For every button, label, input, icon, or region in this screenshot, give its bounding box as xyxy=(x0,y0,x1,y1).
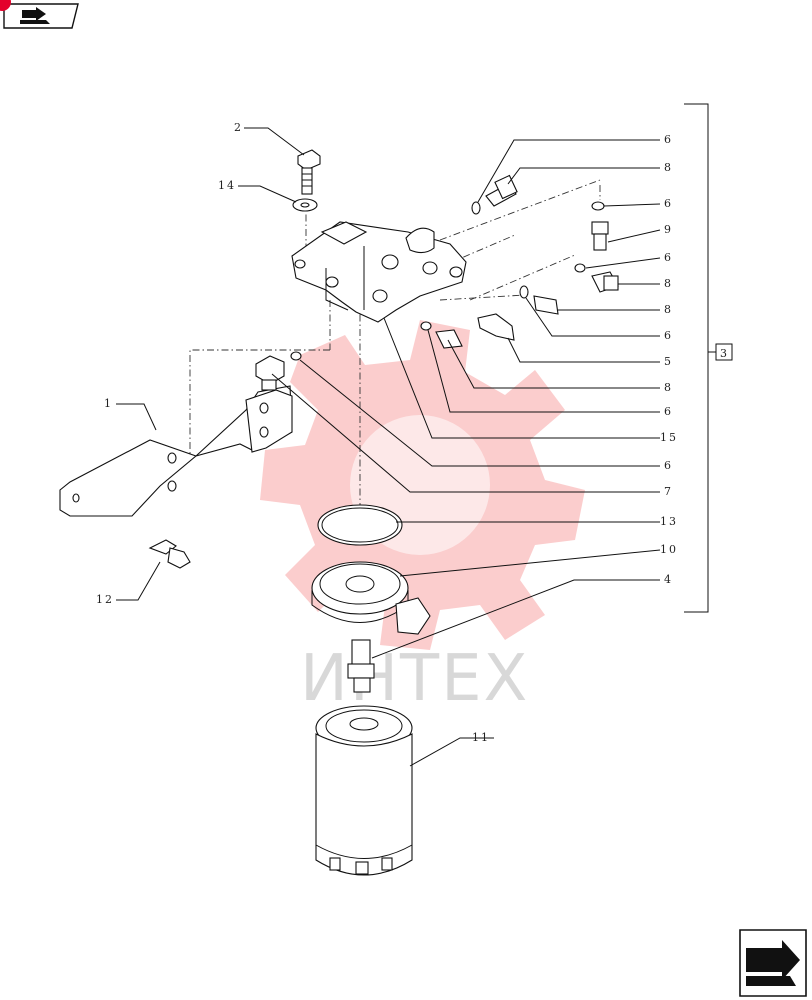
callout-6: 6 xyxy=(664,133,673,146)
part-filter-adapter-10 xyxy=(311,561,431,635)
part-mounting-bracket-1 xyxy=(59,385,293,517)
callout-6: 6 xyxy=(664,405,673,418)
assembly-bracket: 3 xyxy=(684,103,733,613)
callout-8: 8 xyxy=(664,381,673,394)
callout-4: 4 xyxy=(664,573,673,586)
callout-2: 2 xyxy=(234,121,243,134)
callout-8: 8 xyxy=(664,277,673,290)
callout-12: 12 xyxy=(96,593,114,606)
callout-6: 6 xyxy=(664,329,673,342)
part-oring-6e xyxy=(420,321,432,331)
part-oil-filter-11 xyxy=(315,705,413,876)
part-fitting-8c xyxy=(533,295,559,315)
part-sensor-5 xyxy=(477,313,515,341)
part-washer-14 xyxy=(292,198,318,212)
part-oring-6a xyxy=(471,201,481,215)
part-plug-7 xyxy=(255,355,285,391)
callout-11: 11 xyxy=(472,731,490,744)
callout-8: 8 xyxy=(664,303,673,316)
book-forward-icon[interactable] xyxy=(0,0,79,29)
callout-5: 5 xyxy=(664,355,673,368)
callout-1: 1 xyxy=(104,397,113,410)
part-oring-6f xyxy=(290,351,302,361)
part-fitting-9 xyxy=(591,221,609,251)
callout-6: 6 xyxy=(664,251,673,264)
watermark-text: ИНТЕХ xyxy=(300,642,529,716)
part-bolt-2 xyxy=(297,149,321,195)
callout-7: 7 xyxy=(664,485,673,498)
callout-6: 6 xyxy=(664,197,673,210)
part-oring-6d xyxy=(519,285,529,299)
callout-labels: 2 14 1 12 6 8 6 9 6 8 8 6 5 8 6 15 6 7 1… xyxy=(96,121,678,744)
callout-9: 9 xyxy=(664,223,673,236)
part-seal-ring-13 xyxy=(317,504,403,546)
watermark-gear-logo xyxy=(260,320,585,650)
callout-6: 6 xyxy=(664,459,673,472)
bracket-reference: 3 xyxy=(720,347,729,360)
part-oring-6b xyxy=(591,201,605,211)
part-nipple-4 xyxy=(347,639,375,693)
part-bolt-12 xyxy=(148,539,191,569)
part-fitting-8a xyxy=(485,174,518,207)
leader-lines xyxy=(116,127,661,767)
callout-13: 13 xyxy=(660,515,678,528)
callout-8: 8 xyxy=(664,161,673,174)
callout-10: 10 xyxy=(660,543,678,556)
part-fitting-8d xyxy=(435,329,463,349)
callout-15: 15 xyxy=(660,431,678,444)
next-page-arrow-icon[interactable] xyxy=(739,929,807,997)
part-fitting-8b xyxy=(591,271,619,293)
part-oring-6c xyxy=(574,263,586,273)
callout-14: 14 xyxy=(218,179,236,192)
part-filter-head xyxy=(291,221,467,323)
